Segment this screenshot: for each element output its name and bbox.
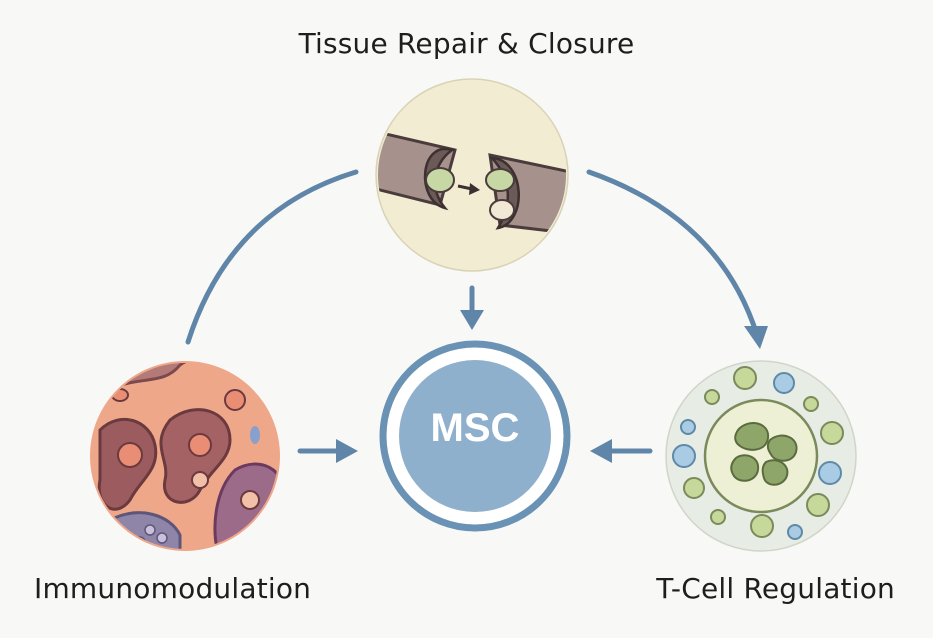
tissue-repair-illustration <box>375 78 569 272</box>
label-tissue-repair: Tissue Repair & Closure <box>298 27 635 60</box>
msc-label: MSC <box>430 406 520 450</box>
arrowhead-right-icon <box>590 439 612 463</box>
t-cell-regulation-illustration <box>665 360 857 552</box>
arc-left-to-top <box>185 169 359 345</box>
connector-arrows <box>185 169 760 454</box>
arrowhead-left-icon <box>336 439 358 463</box>
arc-top-to-right <box>586 169 760 338</box>
arrowhead-top-down-icon <box>460 310 484 330</box>
arrowhead-top-right-icon <box>744 326 768 349</box>
immunomodulation-illustration <box>90 361 280 551</box>
arrowheads <box>336 310 768 463</box>
label-t-cell-regulation: T-Cell Regulation <box>656 572 895 605</box>
msc-node <box>379 340 571 532</box>
label-immunomodulation: Immunomodulation <box>34 572 312 605</box>
